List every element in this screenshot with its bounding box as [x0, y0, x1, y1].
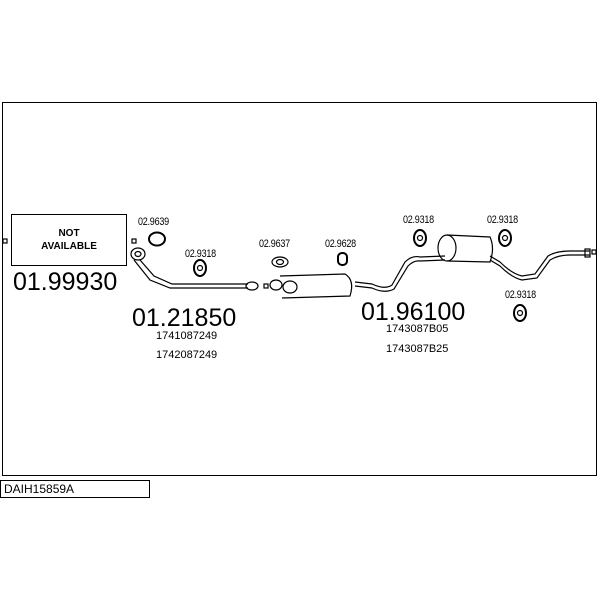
connector-marker — [263, 283, 269, 289]
hanger-02-9318[interactable] — [513, 304, 527, 322]
hanger-02-9318[interactable] — [498, 229, 512, 247]
oem-number: 1741087249 — [156, 330, 218, 342]
accessory-label: 02.9628 — [325, 238, 356, 250]
oem-number: 1743087B05 — [386, 323, 449, 335]
diagram-frame — [2, 102, 597, 476]
end-marker-left — [2, 238, 8, 244]
gasket-02-9639[interactable] — [148, 231, 166, 247]
part-number: 01.99930 — [13, 268, 118, 296]
end-marker-right — [591, 249, 597, 255]
accessory-label: 02.9318 — [185, 248, 216, 260]
not-available-box: NOT AVAILABLE — [11, 214, 127, 266]
hanger-02-9628[interactable] — [337, 252, 348, 266]
gasket-02-9637[interactable] — [271, 256, 289, 268]
oem-number: 1742087249 — [156, 349, 218, 361]
not-available-line1: NOT — [58, 228, 80, 239]
accessory-label: 02.9639 — [138, 216, 169, 228]
part-number: 01.96100 — [361, 298, 466, 326]
front-pipe-01-21850[interactable] — [130, 247, 259, 291]
accessory-label: 02.9318 — [487, 214, 518, 226]
diagram-code: DAIH15859A — [0, 480, 150, 498]
not-available-line2: AVAILABLE — [41, 241, 97, 252]
accessory-label: 02.9318 — [403, 214, 434, 226]
hanger-02-9318[interactable] — [413, 229, 427, 247]
accessory-label: 02.9318 — [505, 289, 536, 301]
part-number: 01.21850 — [132, 304, 237, 332]
rear-system-01-96100[interactable] — [269, 234, 591, 299]
oem-number: 1743087B25 — [386, 343, 449, 355]
hanger-02-9318[interactable] — [193, 259, 207, 277]
connector-marker — [131, 238, 137, 244]
accessory-label: 02.9637 — [259, 238, 290, 250]
